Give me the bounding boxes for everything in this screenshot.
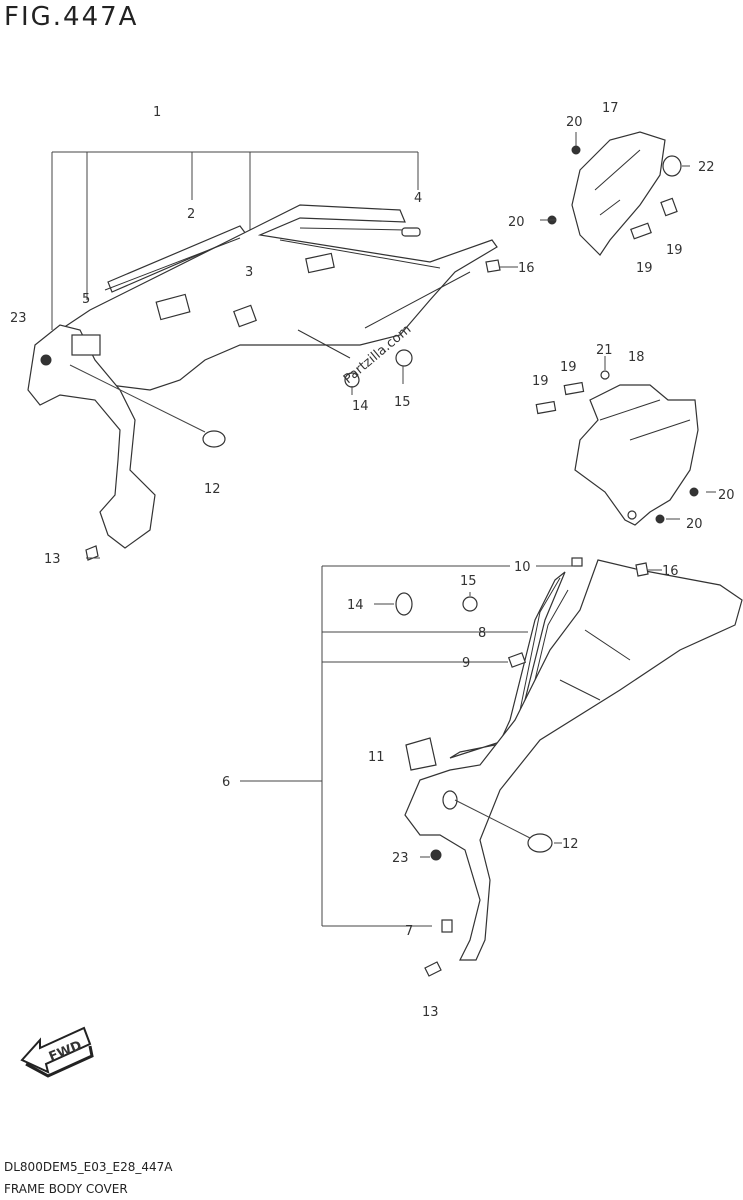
frame-body-cover-right-assembly — [240, 557, 743, 977]
callout-9: 9 — [462, 656, 470, 671]
callout-15: 15 — [394, 395, 411, 410]
callout-11: 11 — [368, 750, 385, 765]
callout-labels: 1 2 3 4 5 12 13 14 15 16 23 17 20 20 22 … — [10, 101, 735, 1020]
callout-14b: 14 — [347, 598, 364, 613]
callout-6: 6 — [222, 775, 230, 790]
callout-20c: 20 — [718, 488, 735, 503]
figure-caption: FRAME BODY COVER — [4, 1182, 128, 1196]
callout-19a: 19 — [636, 261, 653, 276]
figure-title: FIG.447A — [4, 2, 139, 32]
callout-16: 16 — [518, 261, 535, 276]
callout-10: 10 — [514, 560, 531, 575]
callout-14: 14 — [352, 399, 369, 414]
callout-3: 3 — [245, 265, 253, 280]
callout-20a: 20 — [566, 115, 583, 130]
callout-19d: 19 — [532, 374, 549, 389]
callout-20d: 20 — [686, 517, 703, 532]
callout-17: 17 — [602, 101, 619, 116]
callout-21: 21 — [596, 343, 613, 358]
callout-22: 22 — [698, 160, 715, 175]
frame-body-cover-left-assembly — [27, 151, 518, 561]
callout-23: 23 — [10, 311, 27, 326]
callout-13b: 13 — [422, 1005, 439, 1020]
figure-code: DL800DEM5_E03_E28_447A — [4, 1160, 173, 1174]
callout-13: 13 — [44, 552, 61, 567]
callout-8: 8 — [478, 626, 486, 641]
callout-20b: 20 — [508, 215, 525, 230]
callout-18: 18 — [628, 350, 645, 365]
callout-19c: 19 — [560, 360, 577, 375]
callout-12b: 12 — [562, 837, 579, 852]
callout-2: 2 — [187, 207, 195, 222]
callout-19b: 19 — [666, 243, 683, 258]
callout-12: 12 — [204, 482, 221, 497]
callout-5: 5 — [82, 292, 90, 307]
callout-4: 4 — [414, 191, 422, 206]
callout-7: 7 — [405, 924, 413, 939]
callout-1: 1 — [153, 105, 161, 120]
callout-16b: 16 — [662, 564, 679, 579]
callout-23b: 23 — [392, 851, 409, 866]
fwd-arrow-icon: FWD — [20, 1026, 94, 1078]
callout-15b: 15 — [460, 574, 477, 589]
side-cover-18 — [535, 356, 716, 526]
side-cover-17 — [540, 131, 690, 256]
